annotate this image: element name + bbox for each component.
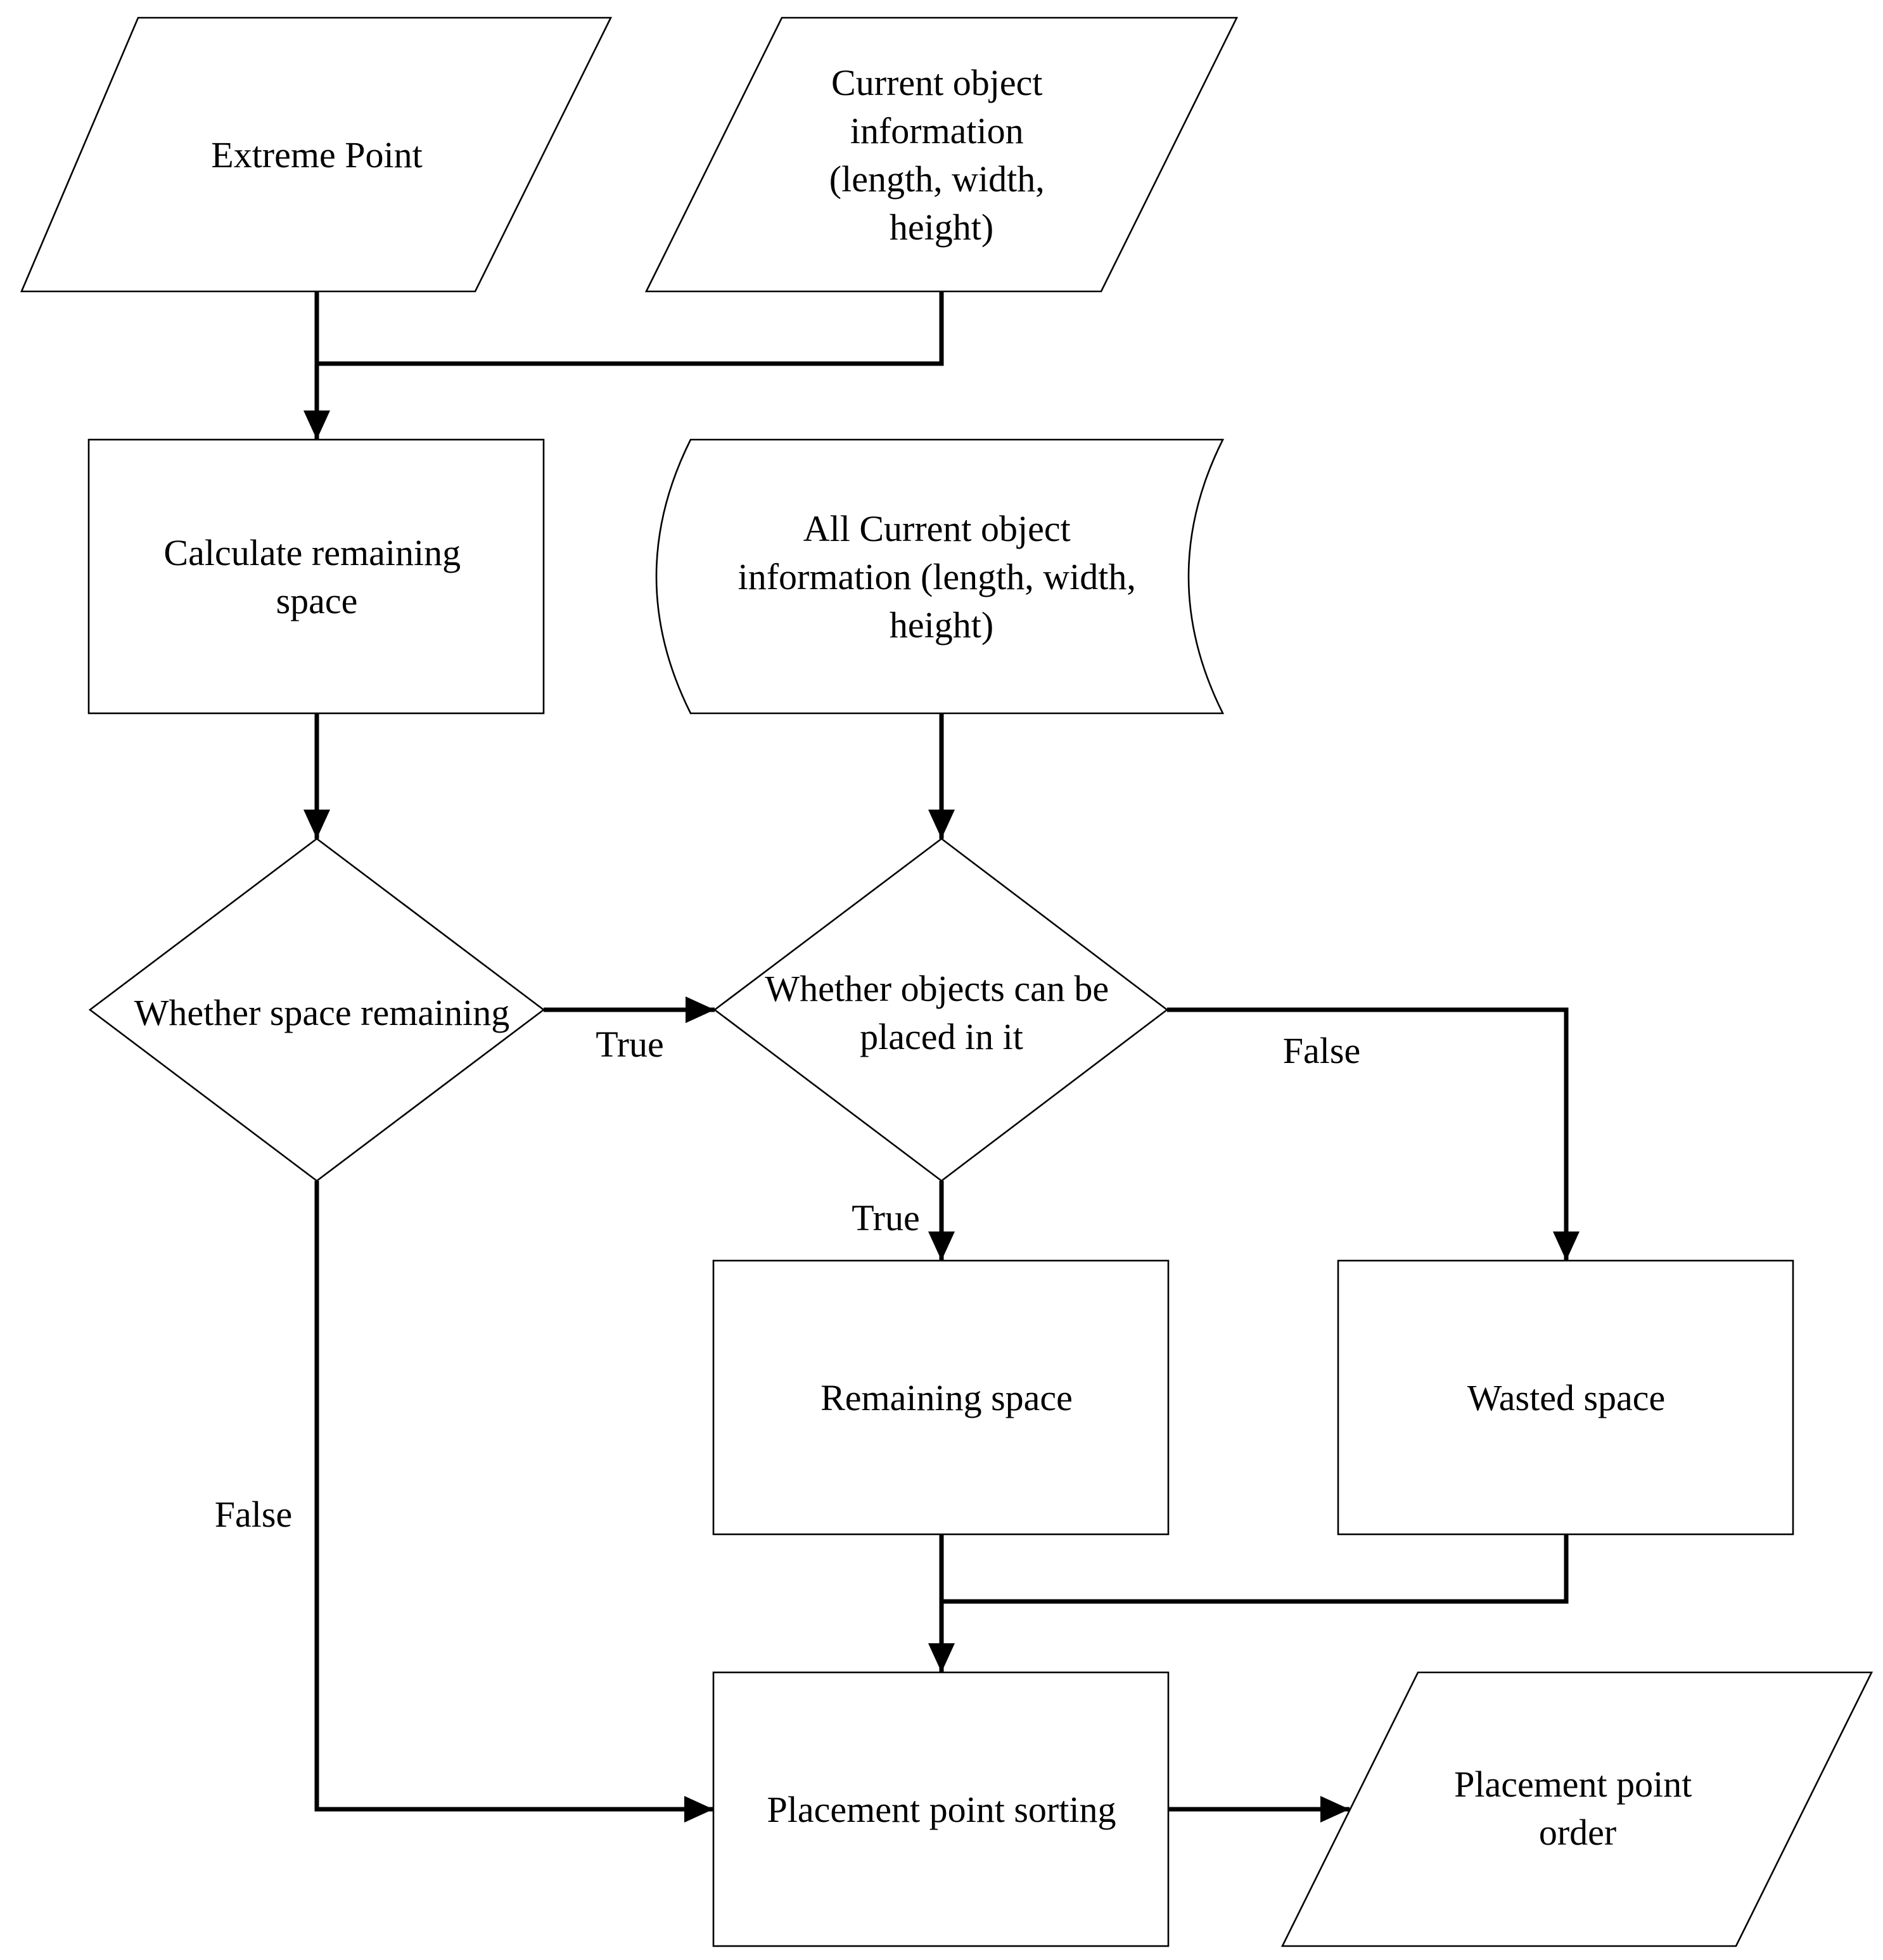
stored-data-shape	[655, 438, 1225, 715]
node-remaining-space: Remaining space	[712, 1259, 1170, 1536]
edge-label-space-false: False	[215, 1494, 292, 1535]
node-label: Extreme Point	[211, 134, 422, 175]
node-label: Wasted space	[1467, 1377, 1666, 1418]
parallelogram-shape	[20, 16, 613, 293]
process-box	[1337, 1259, 1794, 1536]
node-label: Calculate remaining space	[163, 532, 469, 621]
edge-label-space-true: True	[596, 1024, 663, 1065]
node-whether-space-remaining: Whether space remaining	[88, 837, 546, 1182]
node-extreme-point: Extreme Point	[20, 16, 613, 293]
connector-object-info-to-join	[317, 291, 944, 366]
node-wasted-space: Wasted space	[1337, 1259, 1794, 1536]
connectors	[303, 291, 1580, 1823]
parallelogram-shape	[1280, 1671, 1873, 1947]
node-label: Current object information (length, widt…	[829, 62, 1054, 248]
edge-label-objects-false: False	[1283, 1030, 1360, 1071]
node-calculate-remaining-space: Calculate remaining space	[87, 438, 545, 715]
connector-wasted-to-join	[942, 1534, 1569, 1604]
node-label: Placement point order	[1454, 1764, 1701, 1853]
arrow-space-false-to-sorting	[314, 1181, 713, 1823]
decision-diamond	[713, 837, 1169, 1182]
node-placement-point-order: Placement point order	[1280, 1671, 1873, 1947]
node-whether-objects-placed: Whether objects can be placed in it	[713, 837, 1169, 1182]
parallelogram-shape	[644, 16, 1239, 293]
edge-label-objects-true: True	[852, 1197, 919, 1238]
node-label: Remaining space	[820, 1377, 1073, 1418]
node-label: Placement point sorting	[767, 1789, 1116, 1830]
arrow-objects-false-to-wasted	[1167, 1007, 1580, 1261]
process-box	[712, 1671, 1170, 1947]
node-current-object-information: Current object information (length, widt…	[644, 16, 1239, 293]
node-label: Whether objects can be placed in it	[765, 968, 1118, 1057]
process-box	[87, 438, 545, 715]
node-label: All Current object information (length, …	[738, 508, 1146, 646]
node-placement-point-sorting: Placement point sorting	[712, 1671, 1170, 1947]
node-all-current-object-information: All Current object information (length, …	[655, 438, 1225, 715]
node-label: Whether space remaining	[134, 992, 510, 1033]
